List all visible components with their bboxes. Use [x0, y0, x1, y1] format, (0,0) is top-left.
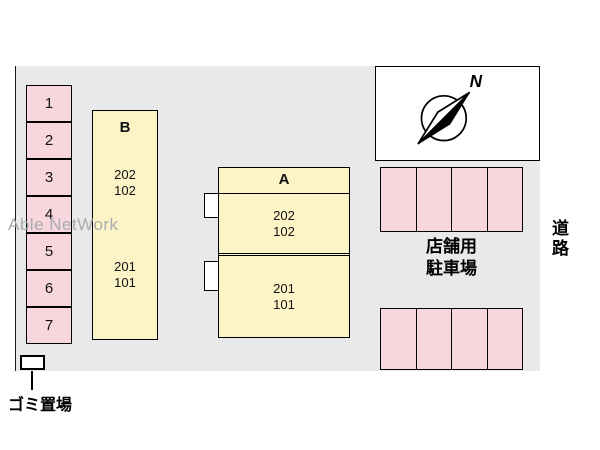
compass-north-icon: N [417, 71, 483, 145]
parking-space-2: 2 [26, 122, 72, 159]
unit-number: 202 [114, 167, 136, 182]
parking-space-6: 6 [26, 270, 72, 307]
unit-number: 102 [114, 183, 136, 198]
unit-number: 101 [273, 296, 295, 312]
building-a-label: A [278, 171, 290, 188]
garbage-pointer-line [31, 371, 33, 390]
road-label: 道路 [549, 219, 568, 259]
store-parking-space [381, 309, 416, 369]
unit-number: 201 [273, 280, 295, 296]
parking-space-1: 1 [26, 85, 72, 122]
unit-number: 202 [273, 207, 295, 223]
store-parking-row-top [380, 167, 523, 232]
building-a: A 202 102 201 101 [218, 167, 350, 338]
store-parking-label: 店舗用 駐車場 [378, 236, 525, 280]
building-b: B 202 102 201 101 [92, 110, 158, 340]
unit-number: 201 [114, 259, 136, 274]
store-parking-space [381, 168, 416, 231]
store-parking-label-line2: 駐車場 [426, 259, 477, 278]
building-a-entrance-lower [204, 261, 219, 291]
parking-space-5: 5 [26, 233, 72, 270]
unit-number: 102 [273, 223, 295, 239]
unit-number: 101 [114, 275, 136, 290]
compass-north-label: N [470, 71, 483, 91]
store-parking-space [451, 168, 487, 231]
garbage-area-label: ゴミ置場 [8, 397, 73, 414]
watermark: Able NetWork [8, 215, 119, 234]
store-parking-space [415, 309, 452, 369]
building-b-lower-units: 201 101 [93, 259, 157, 291]
building-a-lower-units: 201 101 [218, 255, 350, 338]
parking-space-4: 4 [26, 196, 72, 233]
building-b-label: B [119, 119, 131, 136]
store-parking-space [486, 168, 523, 231]
building-a-upper-units: 202 102 [218, 193, 350, 254]
parking-space-7: 7 [26, 307, 72, 344]
store-parking-space [486, 309, 523, 369]
compass-box: N [375, 66, 540, 161]
building-b-upper-units: 202 102 [93, 167, 157, 199]
garbage-area-box [20, 355, 45, 370]
parking-space-3: 3 [26, 159, 72, 196]
store-parking-label-line1: 店舗用 [426, 237, 477, 256]
store-parking-row-bottom [380, 308, 523, 370]
store-parking-space [415, 168, 452, 231]
building-a-entrance-upper [204, 193, 219, 218]
store-parking-space [451, 309, 487, 369]
